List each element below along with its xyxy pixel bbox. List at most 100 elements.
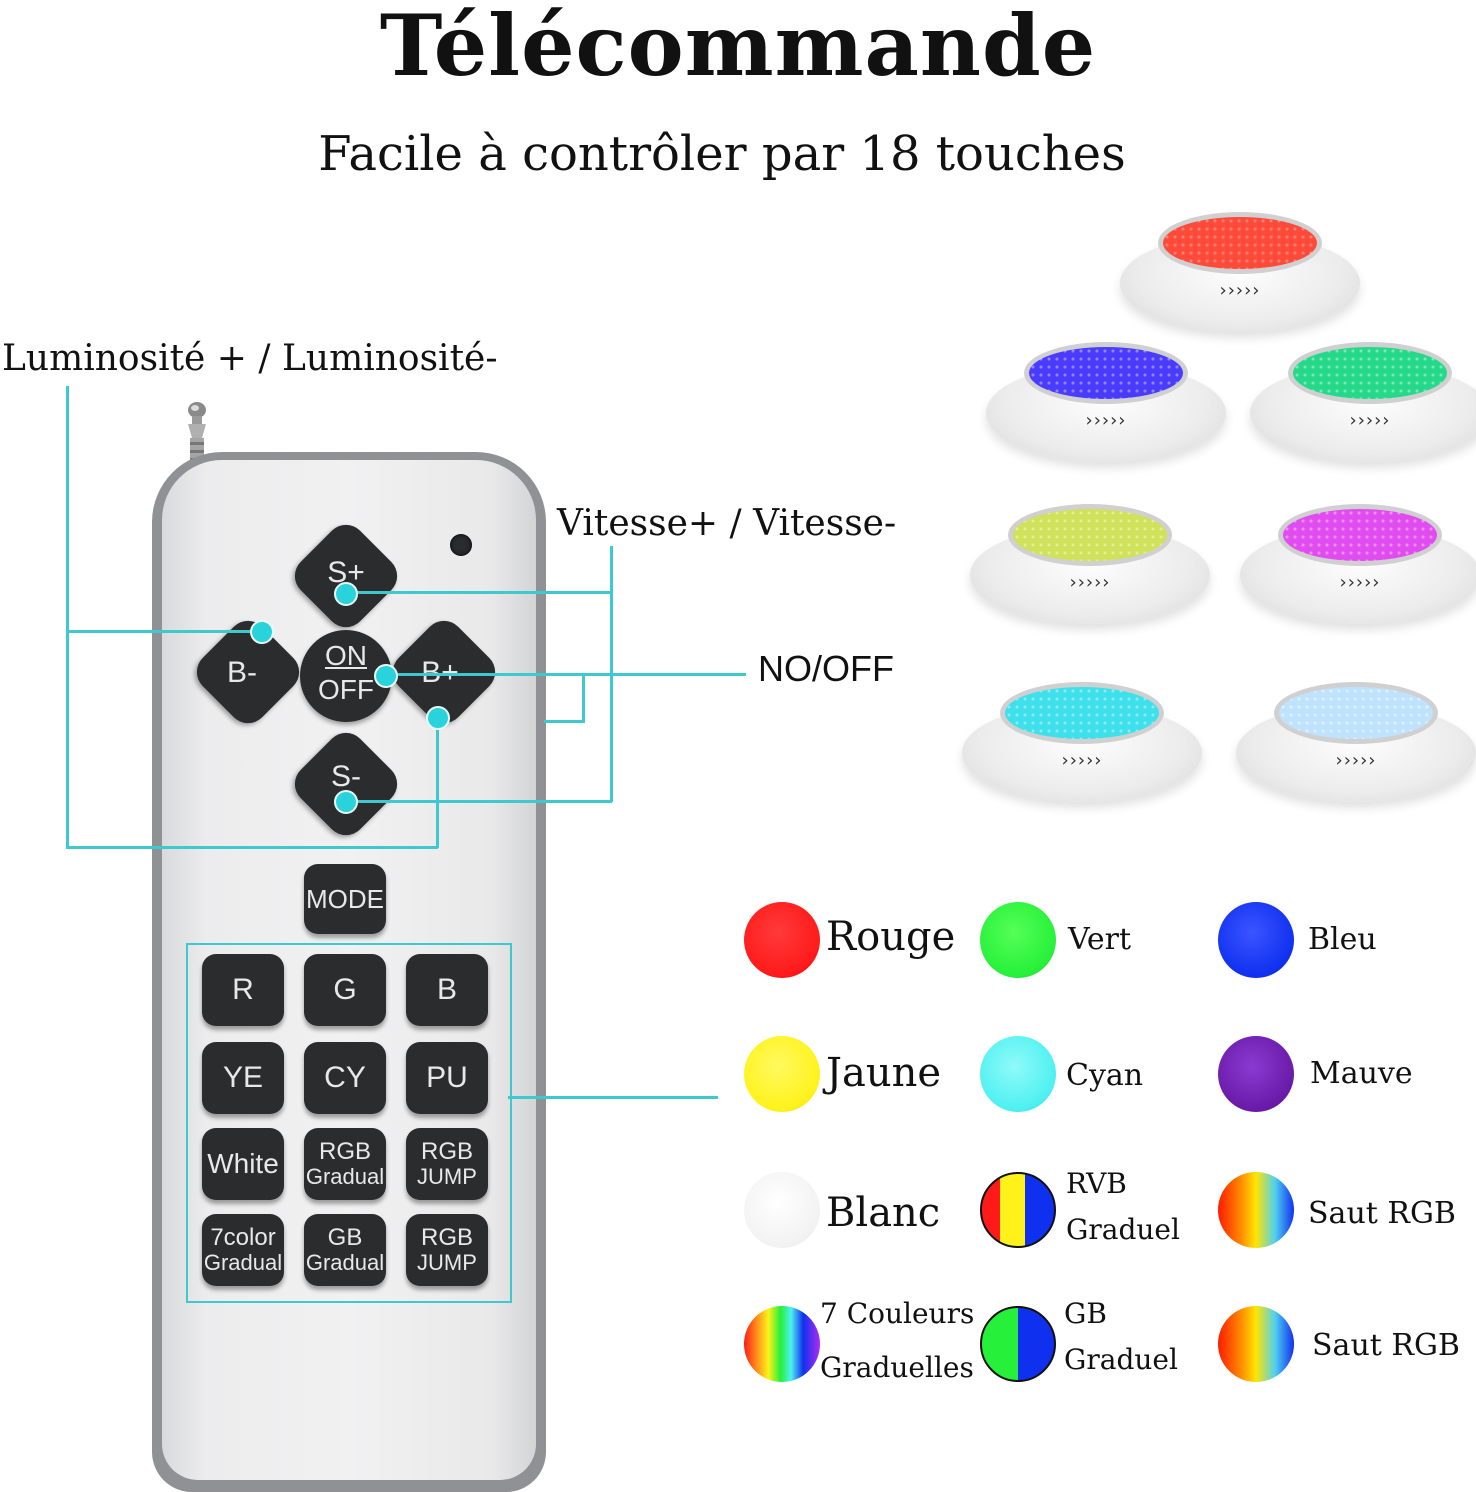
cyan-key[interactable]: CY <box>304 1042 386 1114</box>
rgb-jump-label: Saut RGB <box>1308 1196 1456 1231</box>
onoff-pointer-dot <box>374 664 398 688</box>
cyan-label: Cyan <box>1066 1058 1144 1093</box>
gb-gradual-label-bottom: Gradual <box>305 1250 385 1275</box>
sminus-pointer-dot <box>334 790 358 814</box>
rgb-jump-label-top: RGB <box>420 1138 473 1165</box>
yellow-swatch <box>744 1036 820 1112</box>
page-title: Télécommande <box>379 0 1097 95</box>
pool-light-blue: ››››› <box>986 342 1226 462</box>
brightness-connector-to-bplus <box>436 716 439 848</box>
red-key[interactable]: R <box>202 954 284 1026</box>
gb-gradual-label-1: GB <box>1064 1297 1107 1330</box>
gb-gradual-label-top: GB <box>327 1224 363 1251</box>
onoff-callout-label: NO/OFF <box>758 648 894 689</box>
red-swatch <box>744 902 820 978</box>
blue-label: Bleu <box>1308 922 1377 957</box>
brightness-connector-bottom <box>66 846 438 849</box>
seven-color-label-2: Graduelles <box>820 1351 974 1384</box>
yellow-key-label: YE <box>222 1061 264 1094</box>
color-keys-group <box>186 943 512 1303</box>
bplus-pointer-dot <box>426 706 450 730</box>
pool-light-green: ››››› <box>1250 342 1476 462</box>
green-label: Vert <box>1068 922 1132 957</box>
red-key-label: R <box>232 973 254 1006</box>
onoff-connector-step <box>582 676 585 722</box>
speed-connector-to-sminus <box>344 800 612 803</box>
rgb-jump2-label-top: RGB <box>420 1224 473 1251</box>
seven-color-label-top: 7color <box>210 1224 276 1251</box>
onoff-connector <box>384 673 746 676</box>
pool-light-arrows: ››››› <box>1335 750 1377 771</box>
mode-label: MODE <box>306 884 384 914</box>
green-key-label: G <box>333 973 357 1006</box>
brightness-connector-to-bminus <box>66 630 262 633</box>
blue-swatch <box>1218 902 1294 978</box>
pool-light-white: ››››› <box>1236 682 1476 802</box>
color-keys-connector <box>508 1096 718 1099</box>
white-key-label: White <box>207 1148 279 1179</box>
splus-pointer-dot <box>334 582 358 606</box>
rgb-jump-label-2: Saut RGB <box>1312 1328 1460 1363</box>
on-label: ON <box>325 640 367 671</box>
pool-light-yellow-green: ››››› <box>970 504 1210 624</box>
blue-key-label: B <box>436 973 457 1006</box>
brightness-down-button[interactable]: B- <box>188 612 308 732</box>
rgb-gradual-label-top: RGB <box>318 1138 371 1165</box>
speed-callout-label: Vitesse+ / Vitesse- <box>557 503 897 544</box>
brightness-up-button[interactable]: B+ <box>384 612 504 732</box>
rgb-jump2-label-bottom: JUMP <box>417 1250 477 1275</box>
brightness-callout-label: Luminosité + / Luminosité- <box>2 338 498 379</box>
speed-connector-to-splus <box>344 591 612 594</box>
white-key[interactable]: White <box>202 1128 284 1200</box>
speed-down-label: S- <box>331 760 361 793</box>
pool-light-arrows: ››››› <box>1061 750 1103 771</box>
pool-light-arrows: ››››› <box>1339 572 1381 593</box>
rgb-gradual-label-bottom: Gradual <box>305 1164 385 1189</box>
bminus-pointer-dot <box>250 620 274 644</box>
speed-down-button[interactable]: S- <box>286 724 406 844</box>
mode-button[interactable]: MODE <box>304 864 386 934</box>
brightness-connector-vertical <box>66 386 69 848</box>
brightness-down-label: B- <box>227 656 257 689</box>
seven-color-swatch <box>744 1306 820 1382</box>
white-swatch <box>744 1172 820 1248</box>
pool-light-red: ››››› <box>1120 212 1360 332</box>
rgb-gradual-swatch <box>980 1172 1056 1248</box>
purple-key-label: PU <box>426 1061 468 1094</box>
seven-color-label-1: 7 Couleurs <box>820 1297 975 1330</box>
on-off-button[interactable]: ON OFF <box>300 630 392 722</box>
pool-light-cyan: ››››› <box>962 682 1202 802</box>
purple-label: Mauve <box>1310 1056 1413 1091</box>
yellow-key[interactable]: YE <box>202 1042 284 1114</box>
purple-swatch <box>1218 1036 1294 1112</box>
gb-gradual-label-2: Graduel <box>1064 1343 1178 1376</box>
white-label: Blanc <box>826 1190 941 1236</box>
pool-light-arrows: ››››› <box>1219 280 1261 301</box>
blue-key[interactable]: B <box>406 954 488 1026</box>
brightness-up-label: B+ <box>421 656 459 689</box>
seven-color-label-bottom: Gradual <box>203 1250 283 1275</box>
green-key[interactable]: G <box>304 954 386 1026</box>
rgb-jump-swatch-2 <box>1218 1306 1294 1382</box>
pool-light-magenta: ››››› <box>1240 504 1476 624</box>
rgb-gradual-label-1: RVB <box>1066 1167 1127 1200</box>
purple-key[interactable]: PU <box>406 1042 488 1114</box>
cyan-key-label: CY <box>324 1061 366 1094</box>
gb-gradual-swatch <box>980 1306 1056 1382</box>
red-label: Rouge <box>826 914 956 960</box>
cyan-swatch <box>980 1036 1056 1112</box>
led-indicator <box>450 534 472 556</box>
pool-light-arrows: ››››› <box>1085 410 1127 431</box>
page-subtitle: Facile à contrôler par 18 touches <box>318 126 1126 182</box>
yellow-label: Jaune <box>826 1050 942 1096</box>
off-label: OFF <box>318 674 374 705</box>
rgb-gradual-label-2: Graduel <box>1066 1213 1180 1246</box>
green-swatch <box>980 902 1056 978</box>
pool-light-arrows: ››››› <box>1069 572 1111 593</box>
onoff-connector-step-h <box>544 720 585 723</box>
